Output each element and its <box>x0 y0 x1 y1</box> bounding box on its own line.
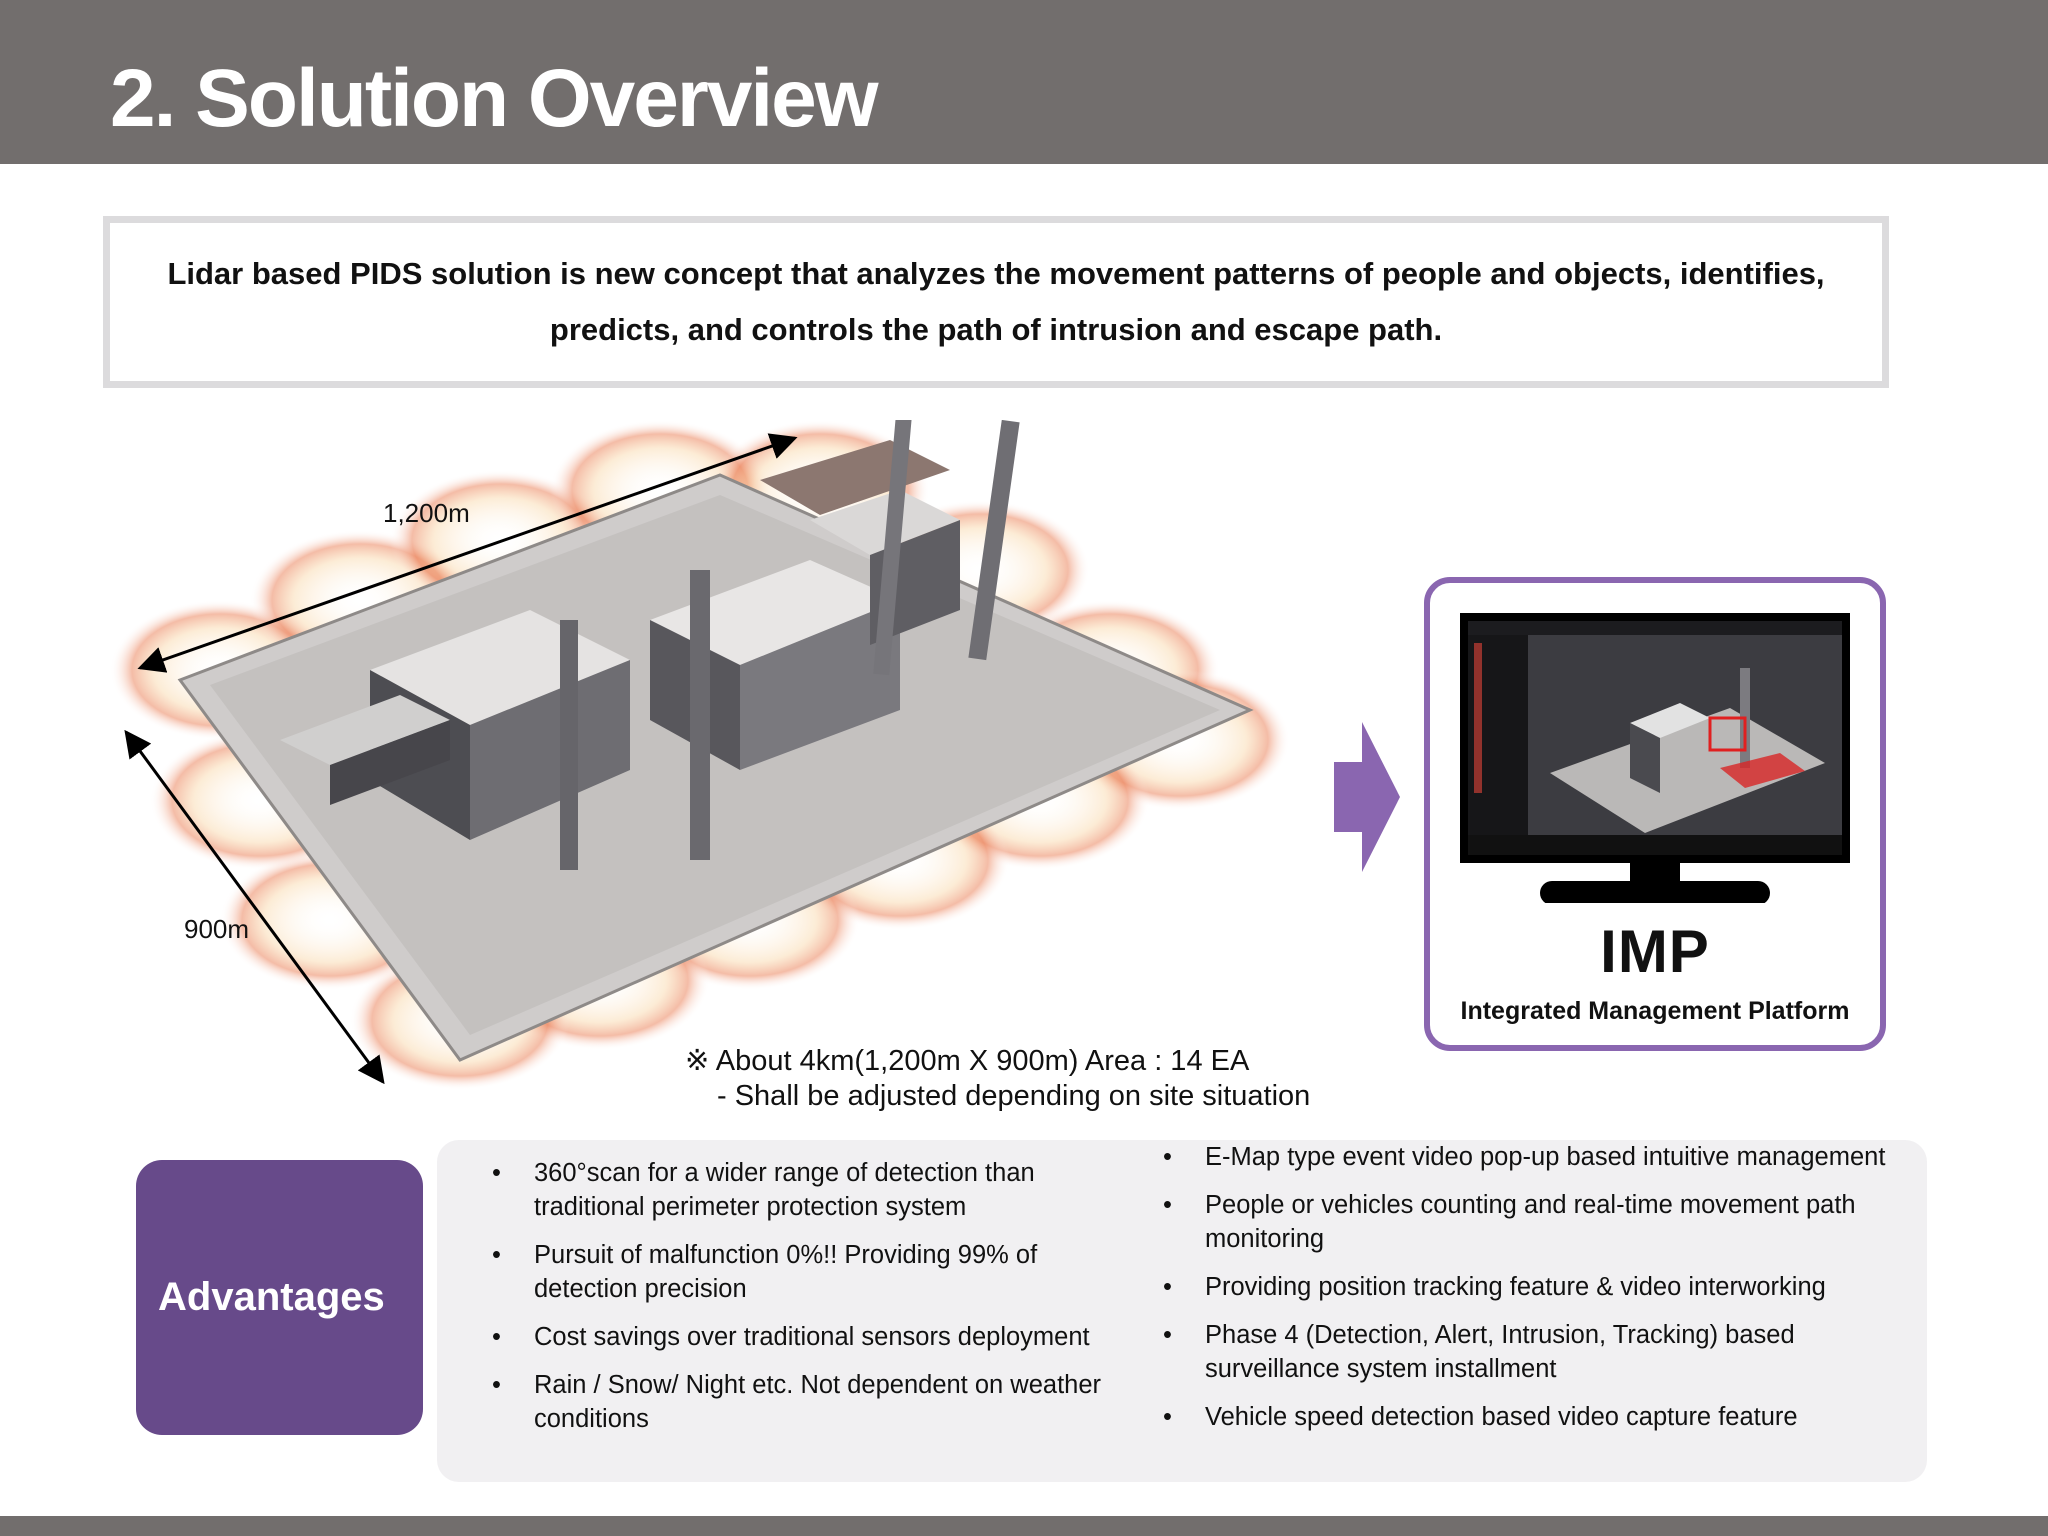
advantages-label: Advantages <box>136 1160 423 1435</box>
list-item: Vehicle speed detection based video capt… <box>1161 1400 1901 1434</box>
page-title: 2. Solution Overview <box>110 53 879 144</box>
depth-label: 900m <box>184 914 250 944</box>
list-item: Phase 4 (Detection, Alert, Intrusion, Tr… <box>1161 1318 1901 1386</box>
summary-text: Lidar based PIDS solution is new concept… <box>167 256 1825 347</box>
advantages-list-left: 360°scan for a wider range of detection … <box>490 1156 1120 1450</box>
list-item: Rain / Snow/ Night etc. Not dependent on… <box>490 1368 1120 1436</box>
area-note: ※ About 4km(1,200m X 900m) Area : 14 EA … <box>685 1044 1310 1114</box>
depth-dimension-arrow <box>124 729 385 1085</box>
flow-arrow-icon <box>1334 722 1400 877</box>
monitor-icon <box>1460 613 1850 903</box>
list-item: Providing position tracking feature & vi… <box>1161 1270 1901 1304</box>
list-item: E-Map type event video pop-up based intu… <box>1161 1140 1901 1174</box>
area-note-line1: ※ About 4km(1,200m X 900m) Area : 14 EA <box>685 1045 1250 1077</box>
imp-subtitle: Integrated Management Platform <box>1460 997 1850 1025</box>
plant-illustration <box>110 414 1290 1090</box>
width-label: 1,200m <box>383 498 470 528</box>
list-item: People or vehicles counting and real-tim… <box>1161 1188 1901 1256</box>
area-note-line2: - Shall be adjusted depending on site si… <box>717 1080 1311 1112</box>
site-illustration: 1,200m 900m <box>100 414 1390 1120</box>
imp-card: IMP Integrated Management Platform <box>1424 577 1886 1051</box>
advantages-list-right: E-Map type event video pop-up based intu… <box>1161 1140 1901 1448</box>
width-dimension-arrow <box>137 433 798 673</box>
imp-title: IMP <box>1600 918 1710 985</box>
list-item: 360°scan for a wider range of detection … <box>490 1156 1120 1224</box>
list-item: Cost savings over traditional sensors de… <box>490 1320 1120 1354</box>
summary-box: Lidar based PIDS solution is new concept… <box>103 216 1889 388</box>
header-bar: 2. Solution Overview <box>0 0 2048 164</box>
list-item: Pursuit of malfunction 0%!! Providing 99… <box>490 1238 1120 1306</box>
footer-bar <box>0 1516 2048 1536</box>
